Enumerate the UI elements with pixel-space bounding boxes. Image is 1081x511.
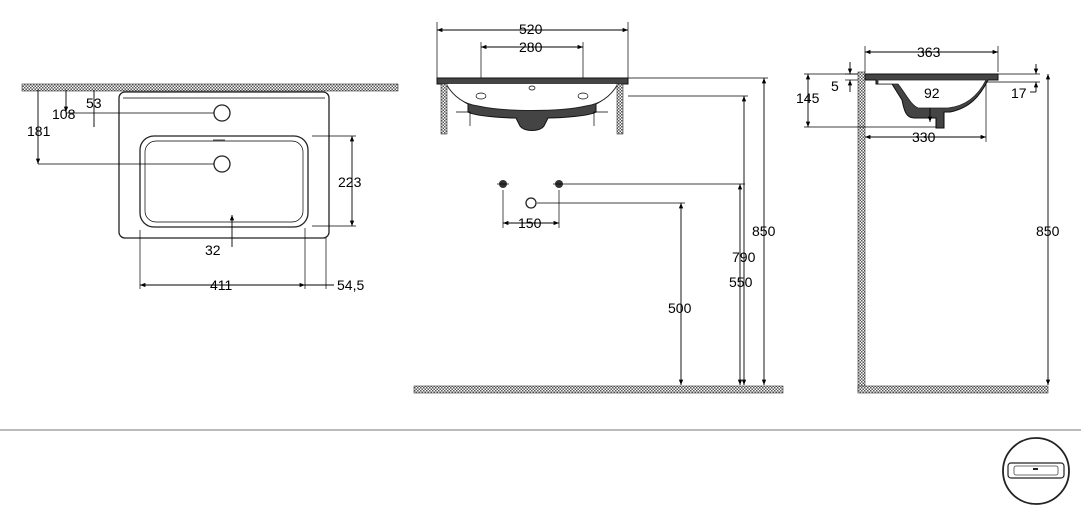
dim-108: 108 xyxy=(52,106,76,122)
tap-hole xyxy=(213,104,231,122)
front-view: 520 280 150 500 550 xyxy=(413,21,784,394)
dim-150: 150 xyxy=(518,215,542,231)
dim-54-5: 54,5 xyxy=(337,277,364,293)
wall-hatch-side xyxy=(857,71,866,393)
floor-hatch-front xyxy=(413,385,784,394)
bracket-left xyxy=(440,83,448,135)
dim-223: 223 xyxy=(338,174,362,190)
washbasin-icon xyxy=(1002,437,1070,505)
dim-32: 32 xyxy=(205,242,221,258)
bracket-right xyxy=(616,83,624,135)
dim-500: 500 xyxy=(668,300,692,316)
top-view: 53 108 181 223 32 411 54,5 xyxy=(21,83,399,293)
dim-53: 53 xyxy=(86,95,102,111)
dim-520: 520 xyxy=(519,21,543,37)
dim-280: 280 xyxy=(519,39,543,55)
drain-hole xyxy=(213,155,231,173)
dim-850-front: 850 xyxy=(752,223,776,239)
dim-330: 330 xyxy=(912,129,936,145)
dim-850-side: 850 xyxy=(1036,223,1060,239)
dim-145: 145 xyxy=(796,90,820,106)
dim-363: 363 xyxy=(917,44,941,60)
basin-outline-top xyxy=(118,91,330,239)
dim-790: 790 xyxy=(732,249,756,265)
floor-hatch-side xyxy=(857,385,1049,394)
dim-411: 411 xyxy=(210,277,233,293)
dim-550: 550 xyxy=(729,274,753,290)
waste-outlet xyxy=(525,197,537,209)
dim-5: 5 xyxy=(831,78,839,94)
side-view: 363 5 145 92 17 330 850 xyxy=(796,44,1060,394)
dim-181: 181 xyxy=(27,123,51,139)
dim-17: 17 xyxy=(1011,85,1027,101)
bowl-outline-top xyxy=(139,135,309,228)
dim-92: 92 xyxy=(924,85,940,101)
wall-hatch-top xyxy=(21,83,399,92)
